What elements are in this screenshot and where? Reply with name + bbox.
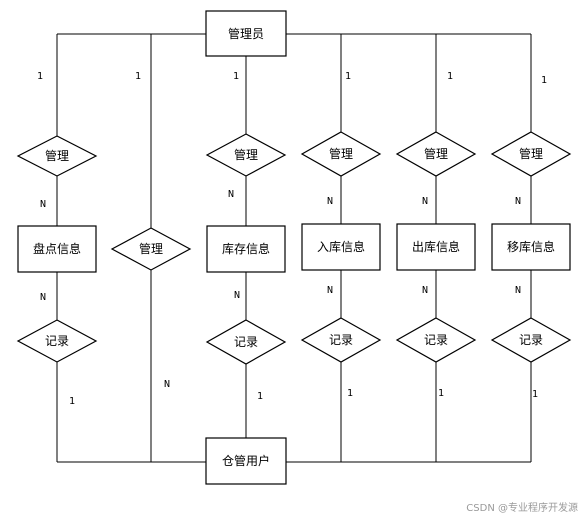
relation-record-check-label: 记录 bbox=[45, 334, 69, 348]
relation-manage-inbound-label: 管理 bbox=[329, 146, 353, 161]
relation-record-outbound[interactable]: 记录 bbox=[395, 317, 477, 363]
card-outbound-admin: 1 bbox=[447, 71, 453, 82]
card-inbound-record: N bbox=[327, 285, 333, 296]
entity-warehouse-user-label: 仓管用户 bbox=[222, 453, 270, 468]
entity-admin-label: 管理员 bbox=[228, 26, 264, 41]
entity-admin[interactable]: 管理员 bbox=[205, 10, 287, 57]
card-user-user: N bbox=[164, 379, 170, 390]
entity-inbound[interactable]: 入库信息 bbox=[301, 223, 381, 271]
entity-transfer[interactable]: 移库信息 bbox=[491, 223, 571, 271]
relation-manage-transfer-label: 管理 bbox=[519, 146, 543, 161]
relation-record-stock-label: 记录 bbox=[234, 335, 258, 349]
relation-manage-inbound[interactable]: 管理 bbox=[300, 131, 382, 177]
card-stock-admin: 1 bbox=[233, 71, 239, 82]
card-stock-manage: N bbox=[228, 189, 234, 200]
card-outbound-record: N bbox=[422, 285, 428, 296]
relation-manage-transfer[interactable]: 管理 bbox=[490, 131, 572, 177]
cardinality-labels: 1 N N 1 1 N 1 N N 1 1 N N 1 1 N N 1 1 N … bbox=[37, 71, 547, 407]
relation-record-check[interactable]: 记录 bbox=[16, 319, 98, 363]
relation-record-stock[interactable]: 记录 bbox=[205, 319, 287, 365]
entity-inventory-check[interactable]: 盘点信息 bbox=[17, 225, 97, 273]
card-transfer-admin: 1 bbox=[541, 75, 547, 86]
relation-manage-user[interactable]: 管理 bbox=[110, 227, 192, 271]
entity-transfer-label: 移库信息 bbox=[507, 239, 555, 254]
card-transfer-user: 1 bbox=[532, 389, 538, 400]
relation-manage-user-label: 管理 bbox=[139, 241, 163, 256]
card-transfer-record: N bbox=[515, 285, 521, 296]
card-inbound-user: 1 bbox=[347, 388, 353, 399]
entity-stock[interactable]: 库存信息 bbox=[206, 225, 286, 273]
entity-inventory-check-label: 盘点信息 bbox=[33, 241, 81, 256]
watermark: CSDN @专业程序开发源 bbox=[466, 503, 578, 514]
card-check-record: N bbox=[40, 292, 46, 303]
entity-stock-label: 库存信息 bbox=[222, 241, 270, 256]
entity-inbound-label: 入库信息 bbox=[317, 239, 365, 254]
card-check-manage: N bbox=[40, 199, 46, 210]
card-transfer-manage: N bbox=[515, 196, 521, 207]
connector-lines bbox=[56, 33, 532, 463]
card-stock-record: N bbox=[234, 290, 240, 301]
relation-manage-stock[interactable]: 管理 bbox=[205, 133, 287, 177]
card-check-user: 1 bbox=[69, 396, 75, 407]
card-stock-user: 1 bbox=[257, 391, 263, 402]
relation-record-transfer[interactable]: 记录 bbox=[490, 317, 572, 363]
relation-manage-stock-label: 管理 bbox=[234, 147, 258, 162]
relation-manage-check[interactable]: 管理 bbox=[16, 135, 98, 177]
relation-manage-outbound-label: 管理 bbox=[424, 146, 448, 161]
relation-manage-outbound[interactable]: 管理 bbox=[395, 131, 477, 177]
relation-record-transfer-label: 记录 bbox=[519, 333, 543, 347]
entity-outbound-label: 出库信息 bbox=[412, 239, 460, 254]
relation-record-outbound-label: 记录 bbox=[424, 333, 448, 347]
relation-record-inbound-label: 记录 bbox=[329, 333, 353, 347]
card-check-admin: 1 bbox=[37, 71, 43, 82]
relation-record-inbound[interactable]: 记录 bbox=[300, 317, 382, 363]
card-inbound-manage: N bbox=[327, 196, 333, 207]
entity-outbound[interactable]: 出库信息 bbox=[396, 223, 476, 271]
card-inbound-admin: 1 bbox=[345, 71, 351, 82]
relation-manage-check-label: 管理 bbox=[45, 148, 69, 163]
card-outbound-manage: N bbox=[422, 196, 428, 207]
entity-warehouse-user[interactable]: 仓管用户 bbox=[205, 437, 287, 485]
card-user-admin: 1 bbox=[135, 71, 141, 82]
card-outbound-user: 1 bbox=[438, 388, 444, 399]
